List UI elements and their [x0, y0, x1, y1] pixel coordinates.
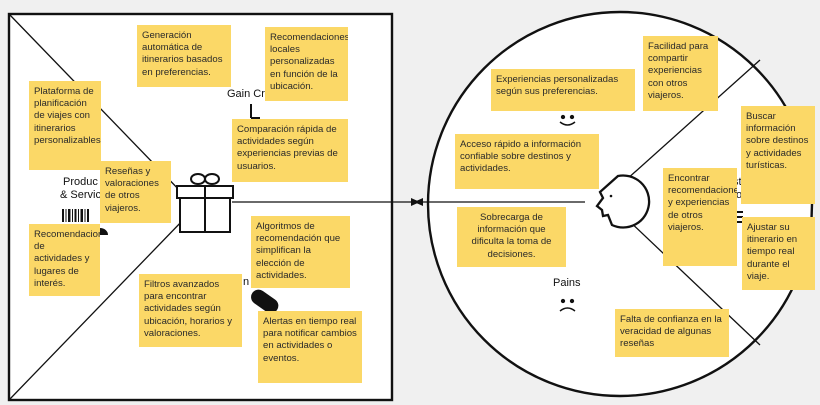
face-profile-icon — [595, 174, 651, 229]
gain-creators-label: Gain Cr — [227, 88, 265, 100]
note-platform: Plataforma de planificación de viajes co… — [29, 81, 101, 170]
note-alerts: Alertas en tiempo real para notificar ca… — [258, 311, 362, 383]
gift-icon — [176, 173, 234, 233]
pill-icon — [251, 289, 279, 314]
note-find-recs: Encontrar recomendaciones y experiencias… — [663, 168, 737, 266]
gain-creator-icon — [250, 104, 260, 119]
note-reviews: Reseñas y valoraciones de otros viajeros… — [100, 161, 171, 223]
note-share: Facilidad para compartir experiencias co… — [643, 36, 718, 111]
note-filters: Filtros avanzados para encontrar activid… — [139, 274, 242, 347]
note-quick-access: Acceso rápido a información confiable so… — [455, 134, 599, 189]
pain-relievers-label: n — [243, 276, 250, 288]
note-personalized-exp: Experiencias personalizadas según sus pr… — [491, 69, 635, 111]
products-services-label-2: & Servic — [60, 189, 101, 201]
note-trust: Falta de confianza en la veracidad de al… — [615, 309, 729, 357]
note-overload: Sobrecarga de información que dificulta … — [457, 207, 566, 267]
smiley-icon — [559, 114, 576, 126]
product-diagonal-lower — [8, 217, 186, 401]
note-local-recs: Recomendaciones locales personalizadas e… — [265, 27, 348, 101]
arrow-icon — [232, 198, 585, 206]
note-adjust: Ajustar su itinerario en tiempo real dur… — [742, 217, 815, 290]
products-services-label-1: Produc — [63, 176, 98, 188]
customer-divider-lower — [625, 217, 761, 346]
frown-icon — [559, 298, 576, 312]
pains-label: Pains — [553, 277, 581, 289]
note-recommendations: Recomendaciones de actividades y lugares… — [29, 224, 100, 296]
note-quick-compare: Comparación rápida de actividades según … — [232, 119, 348, 182]
customer-divider-upper — [625, 59, 761, 181]
note-auto-itinerary: Generación automática de itinerarios bas… — [137, 25, 231, 87]
note-search-info: Buscar información sobre destinos y acti… — [741, 106, 815, 204]
note-algorithms: Algoritmos de recomendación que simplifi… — [251, 216, 350, 288]
